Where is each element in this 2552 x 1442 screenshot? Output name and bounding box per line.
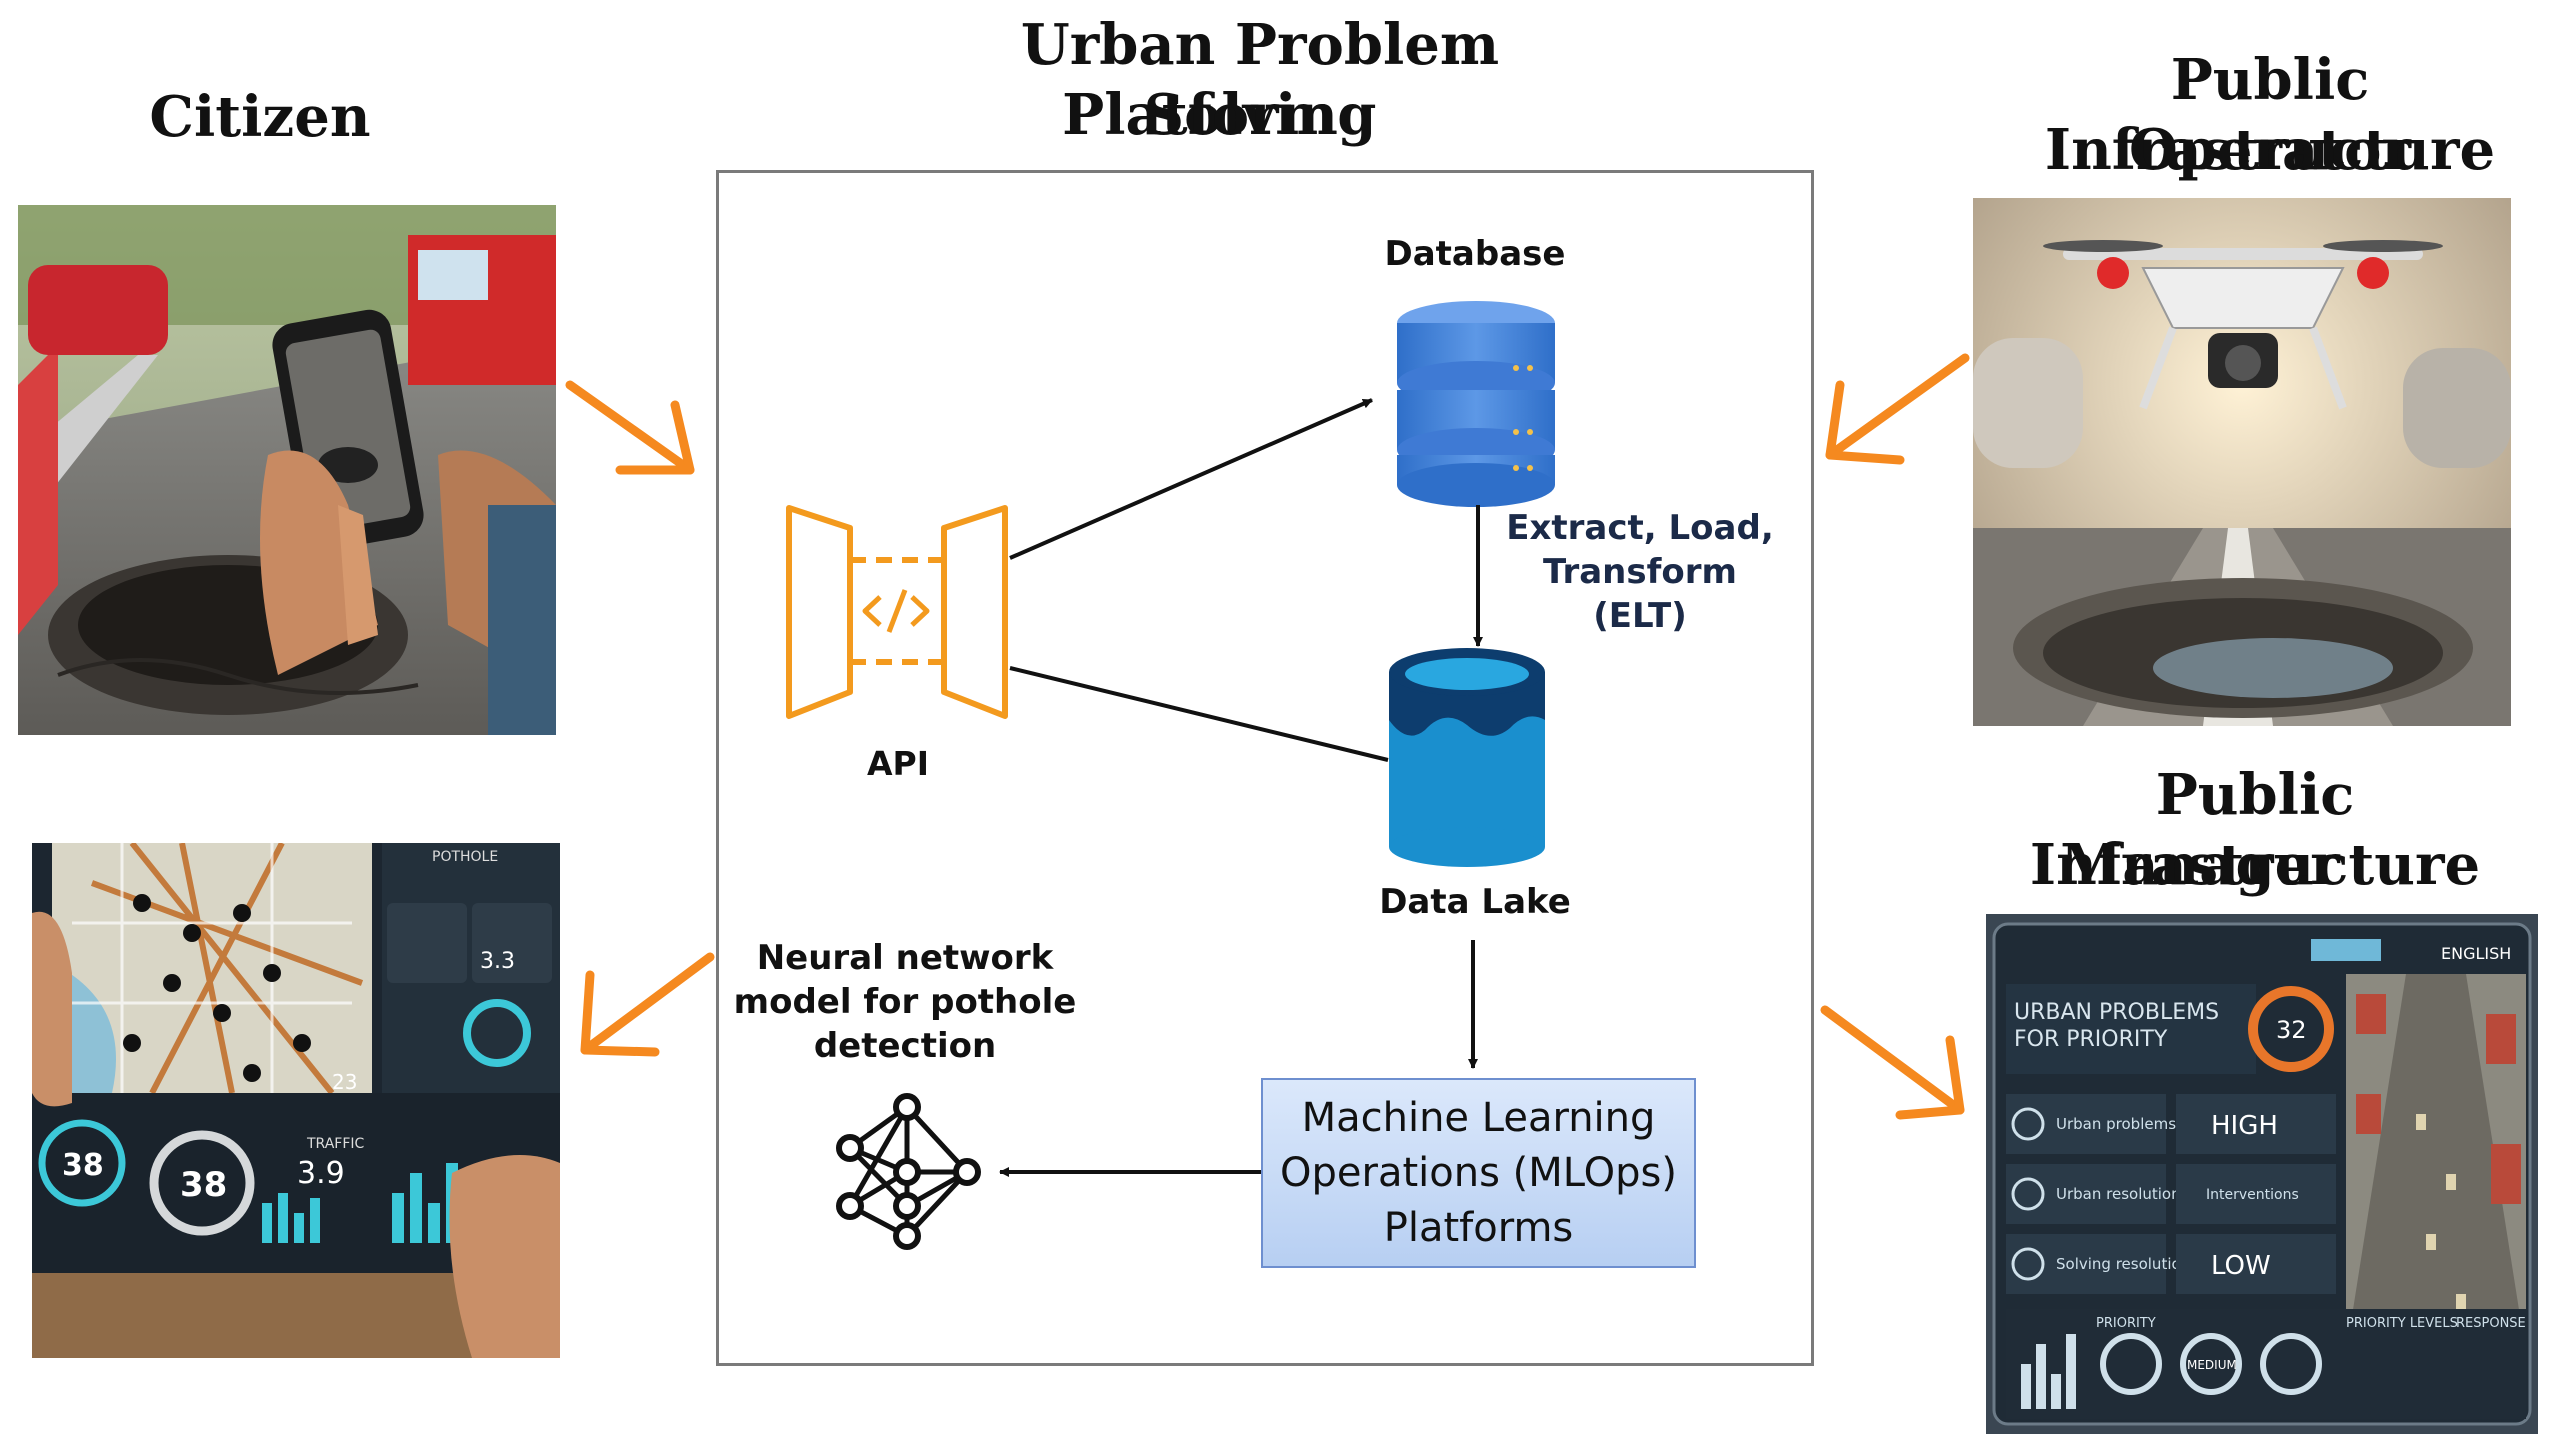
manager-heading-line2: Manager bbox=[2060, 832, 2340, 898]
mgr-low: LOW bbox=[2211, 1251, 2271, 1281]
mgr-row3: Solving resolution bbox=[2056, 1255, 2190, 1273]
database-label: Database bbox=[1384, 234, 1566, 274]
mgr-medium: MEDIUM bbox=[2187, 1358, 2237, 1372]
neural-network-icon bbox=[836, 1093, 981, 1250]
edge-api-to-database bbox=[1009, 398, 1373, 560]
mgr-row2: Urban resolution bbox=[2056, 1185, 2181, 1203]
manager-heading-line1: Public Infrastructure bbox=[2029, 762, 2481, 898]
mgr-response: RESPONSE bbox=[2456, 1316, 2526, 1331]
mlops-label-line2: Operations (MLOps) bbox=[1280, 1149, 1677, 1196]
mlops-label-line3: Platforms bbox=[1383, 1204, 1574, 1251]
tablet-tile2: TRAFFIC bbox=[306, 1136, 365, 1152]
mgr-row1: Urban problems bbox=[2056, 1115, 2176, 1133]
mgr-title-line1: URBAN PROBLEMS bbox=[2014, 1000, 2219, 1025]
citizen-photo bbox=[18, 205, 556, 735]
tablet-tile1: POTHOLE bbox=[432, 849, 498, 865]
tablet-gauge2: 38 bbox=[180, 1165, 227, 1205]
citizen-tablet-photo: 38 38 3.9 3.3 POTHOLE TRAFFIC 23 bbox=[32, 843, 560, 1358]
operator-heading-line1: Public Infrastructure bbox=[2044, 47, 2496, 183]
platform-heading-line2: Platform bbox=[1062, 82, 1338, 148]
arrow-citizen-to-platform bbox=[565, 380, 695, 475]
neural-network-label-line3: detection bbox=[813, 1026, 997, 1066]
arrow-platform-to-manager bbox=[1820, 1005, 1965, 1120]
tablet-stat3: 23 bbox=[332, 1070, 357, 1094]
mgr-interventions: Interventions bbox=[2206, 1187, 2299, 1203]
mlops-label-line1: Machine Learning bbox=[1301, 1094, 1656, 1141]
operator-heading-line2: Operator bbox=[2128, 117, 2412, 183]
api-label: API bbox=[866, 744, 929, 783]
mgr-lang: ENGLISH bbox=[2441, 944, 2511, 963]
neural-network-label-line1: Neural network bbox=[756, 938, 1054, 978]
arrow-operator-to-platform bbox=[1825, 353, 1970, 465]
elt-label-line1: Extract, Load, bbox=[1506, 508, 1774, 548]
mlops-box: Machine Learning Operations (MLOps) Plat… bbox=[1261, 1078, 1696, 1268]
manager-dashboard-photo: URBAN PROBLEMS FOR PRIORITY 32 ENGLISH U… bbox=[1986, 914, 2538, 1434]
mgr-gauge: 32 bbox=[2276, 1016, 2307, 1044]
data-lake-icon bbox=[1389, 648, 1545, 867]
mgr-priority: PRIORITY bbox=[2096, 1316, 2156, 1331]
edge-api-to-datalake bbox=[1009, 666, 1389, 762]
operator-drone-photo bbox=[1973, 198, 2511, 726]
mgr-title-line2: FOR PRIORITY bbox=[2014, 1027, 2168, 1052]
platform-heading-line1: Urban Problem Solving bbox=[1020, 12, 1500, 148]
mgr-high: HIGH bbox=[2211, 1111, 2278, 1141]
mgr-priority-levels: PRIORITY LEVELS bbox=[2346, 1316, 2458, 1331]
tablet-stat2: 3.3 bbox=[480, 949, 515, 974]
citizen-heading: Citizen bbox=[149, 84, 371, 150]
database-icon bbox=[1397, 301, 1555, 507]
api-icon bbox=[786, 505, 1008, 719]
elt-label-line3: (ELT) bbox=[1593, 596, 1687, 636]
neural-network-label-line2: model for pothole bbox=[733, 982, 1077, 1022]
tablet-gauge1: 38 bbox=[62, 1148, 104, 1183]
data-lake-label: Data Lake bbox=[1379, 882, 1571, 922]
arrow-platform-to-citizen-tablet bbox=[580, 952, 715, 1057]
tablet-stat1: 3.9 bbox=[297, 1156, 345, 1191]
elt-label-line2: Transform bbox=[1543, 552, 1737, 592]
